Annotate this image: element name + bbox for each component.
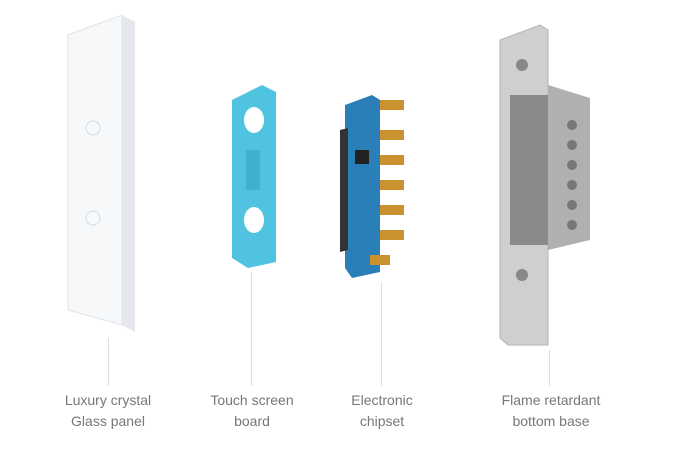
label-bottom-base: Flame retardant bottom base bbox=[471, 390, 631, 432]
label-line: Glass panel bbox=[71, 413, 145, 429]
label-line: Flame retardant bbox=[501, 392, 601, 408]
label-line: Electronic bbox=[351, 392, 413, 408]
leader-line bbox=[381, 282, 382, 386]
leader-line bbox=[108, 338, 109, 386]
leader-line bbox=[549, 350, 550, 386]
label-touch-board: Touch screen board bbox=[172, 390, 332, 432]
leader-line bbox=[251, 272, 252, 386]
touch-board-image bbox=[232, 85, 276, 268]
label-chipset: Electronic chipset bbox=[302, 390, 462, 432]
bottom-base-image bbox=[499, 24, 590, 346]
glass-panel-image bbox=[67, 14, 135, 332]
label-line: board bbox=[234, 413, 270, 429]
label-line: chipset bbox=[359, 413, 405, 429]
touch-key-icon bbox=[85, 120, 101, 136]
label-line: Touch screen bbox=[210, 392, 294, 408]
touch-key-icon bbox=[85, 210, 101, 226]
label-glass-panel: Luxury crystal Glass panel bbox=[28, 390, 188, 432]
label-line: bottom base bbox=[512, 413, 590, 429]
label-line: Luxury crystal bbox=[64, 392, 152, 408]
chipset-image bbox=[340, 95, 404, 278]
